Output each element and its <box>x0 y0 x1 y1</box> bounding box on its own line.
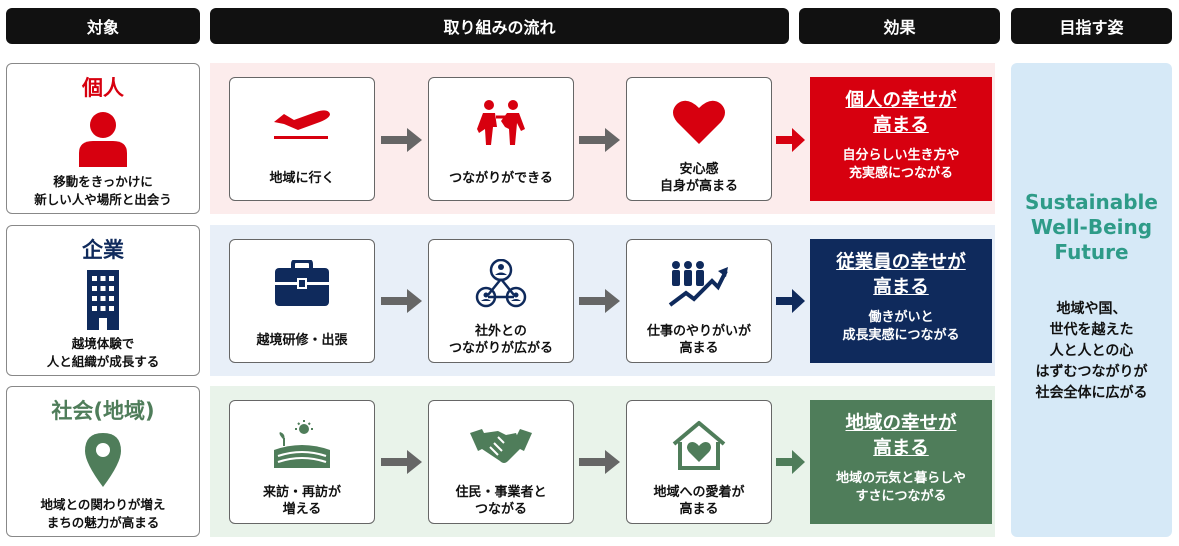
effect-description: 地域の元気と暮らしや すさにつながる <box>836 471 966 504</box>
effect-company: 従業員の幸せが 高まる 働きがいと 成長実感につながる <box>810 239 992 363</box>
step-card: 安心感 自身が高まる <box>626 77 772 201</box>
step-card: 来訪・再訪が 増える <box>229 400 375 524</box>
effect-description: 働きがいと 成長実感につながる <box>842 310 960 343</box>
step-card: 越境研修・出張 <box>229 239 375 363</box>
target-description: 越境体験で 人と組織が成長する <box>7 335 199 371</box>
header-target: 対象 <box>6 8 200 44</box>
goal-desc-line: 地域や国、 <box>1056 301 1127 317</box>
header-goal: 目指す姿 <box>1011 8 1172 44</box>
step-card: 仕事のやりがいが 高まる <box>626 239 772 363</box>
goal-desc-line: 社会全体に広がる <box>1035 385 1148 401</box>
step-label: 社外との つながりが広がる <box>448 324 553 356</box>
target-individual: 個人 移動をきっかけに 新しい人や場所と出会う <box>6 63 200 214</box>
arrow-icon <box>579 449 621 475</box>
step-label: 仕事のやりがいが 高まる <box>646 324 751 356</box>
step-label: 地域に行く <box>269 170 335 186</box>
step-card: つながりができる <box>428 77 574 201</box>
target-description: 移動をきっかけに 新しい人や場所と出会う <box>7 173 199 209</box>
heart-icon <box>627 90 771 154</box>
target-title: 企業 <box>82 238 124 262</box>
effect-description: 自分らしい生き方や 充実感につながる <box>842 148 960 181</box>
home-heart-icon <box>627 413 771 477</box>
target-desc-line: 人と組織が成長する <box>46 354 160 369</box>
step-label: つながりができる <box>449 170 553 186</box>
arrow-icon <box>579 127 621 153</box>
goal-panel: Sustainable Well-Being Future 地域や国、 世代を越… <box>1011 63 1172 537</box>
target-desc-line: 地域との関わりが増え <box>40 497 166 512</box>
goal-desc-line: 人と人との心 <box>1049 343 1134 359</box>
effect-title: 従業員の幸せが 高まる <box>836 252 966 298</box>
effect-individual: 個人の幸せが 高まる 自分らしい生き方や 充実感につながる <box>810 77 992 201</box>
header-process-label: 取り組みの流れ <box>443 18 556 37</box>
arrow-icon <box>776 288 806 314</box>
step-card: 住民・事業者と つながる <box>428 400 574 524</box>
network-icon <box>429 252 573 316</box>
effect-title: 地域の幸せが 高まる <box>845 413 957 459</box>
goal-description: 地域や国、 世代を越えた 人と人との心 はずむつながりが 社会全体に広がる <box>1011 299 1172 404</box>
effect-society: 地域の幸せが 高まる 地域の元気と暮らしや すさにつながる <box>810 400 992 524</box>
step-card: 地域への愛着が 高まる <box>626 400 772 524</box>
briefcase-icon <box>230 252 374 316</box>
target-desc-line: まちの魅力が高まる <box>46 515 160 530</box>
arrow-icon <box>381 127 423 153</box>
goal-title-line: Well-Being <box>1030 215 1153 239</box>
arrow-icon <box>776 127 806 153</box>
step-label: 来訪・再訪が 増える <box>262 485 341 517</box>
airplane-icon <box>230 90 374 154</box>
step-label: 住民・事業者と つながる <box>455 485 547 517</box>
building-icon <box>7 266 199 331</box>
target-desc-line: 新しい人や場所と出会う <box>34 192 172 207</box>
target-title: 社会(地域) <box>51 399 155 423</box>
map-pin-icon <box>7 427 199 492</box>
target-desc-line: 移動をきっかけに <box>53 174 153 189</box>
target-desc-line: 越境体験で <box>71 336 135 351</box>
step-label: 安心感 自身が高まる <box>659 162 738 194</box>
effect-title: 個人の幸せが 高まる <box>845 90 957 136</box>
target-description: 地域との関わりが増え まちの魅力が高まる <box>7 496 199 532</box>
goal-desc-line: はずむつながりが <box>1035 364 1148 380</box>
goal-title: Sustainable Well-Being Future <box>1011 190 1172 265</box>
step-label: 越境研修・出張 <box>256 332 348 348</box>
target-society: 社会(地域) 地域との関わりが増え まちの魅力が高まる <box>6 386 200 537</box>
header-effect: 効果 <box>799 8 1000 44</box>
goal-title-line: Sustainable <box>1025 190 1158 214</box>
arrow-icon <box>381 288 423 314</box>
person-icon <box>7 104 199 169</box>
arrow-icon <box>579 288 621 314</box>
goal-title-line: Future <box>1054 240 1129 264</box>
farmland-icon <box>230 413 374 477</box>
people-connecting-icon <box>429 90 573 154</box>
header-process: 取り組みの流れ <box>210 8 789 44</box>
target-company: 企業 越境体験で 人と組織が成長する <box>6 225 200 376</box>
header-effect-label: 効果 <box>883 18 916 37</box>
step-card: 社外との つながりが広がる <box>428 239 574 363</box>
step-label: 地域への愛着が 高まる <box>653 485 745 517</box>
header-goal-label: 目指す姿 <box>1059 18 1124 37</box>
arrow-icon <box>776 449 806 475</box>
growth-chart-icon <box>627 252 771 316</box>
goal-desc-line: 世代を越えた <box>1049 322 1134 338</box>
header-target-label: 対象 <box>86 18 119 37</box>
handshake-icon <box>429 413 573 477</box>
step-card: 地域に行く <box>229 77 375 201</box>
target-title: 個人 <box>82 76 124 100</box>
arrow-icon <box>381 449 423 475</box>
